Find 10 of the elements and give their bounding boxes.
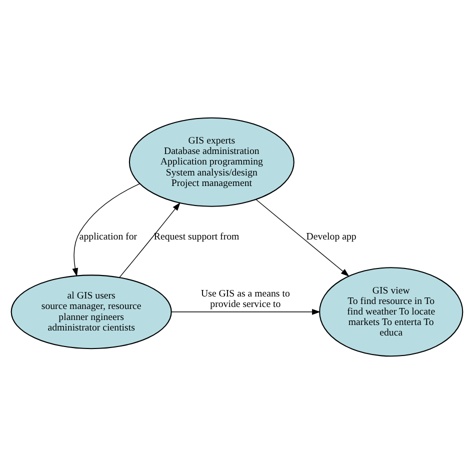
arrow xyxy=(72,183,140,277)
edge-label: Develop app xyxy=(306,232,356,243)
edge-label: application for xyxy=(79,232,138,243)
node-ellipse: GIS experts Database administration Application programming System analysis/design Project management xyxy=(128,117,294,207)
edge-label: Use GIS as a means to provide service to xyxy=(201,288,290,310)
edge-label: Request support from xyxy=(154,232,240,243)
node-ellipse: al GIS users source manager, resource planner ngineers administrator cientists xyxy=(10,274,172,350)
arrow xyxy=(171,308,320,315)
arrow xyxy=(256,199,350,277)
arrow xyxy=(119,202,180,278)
